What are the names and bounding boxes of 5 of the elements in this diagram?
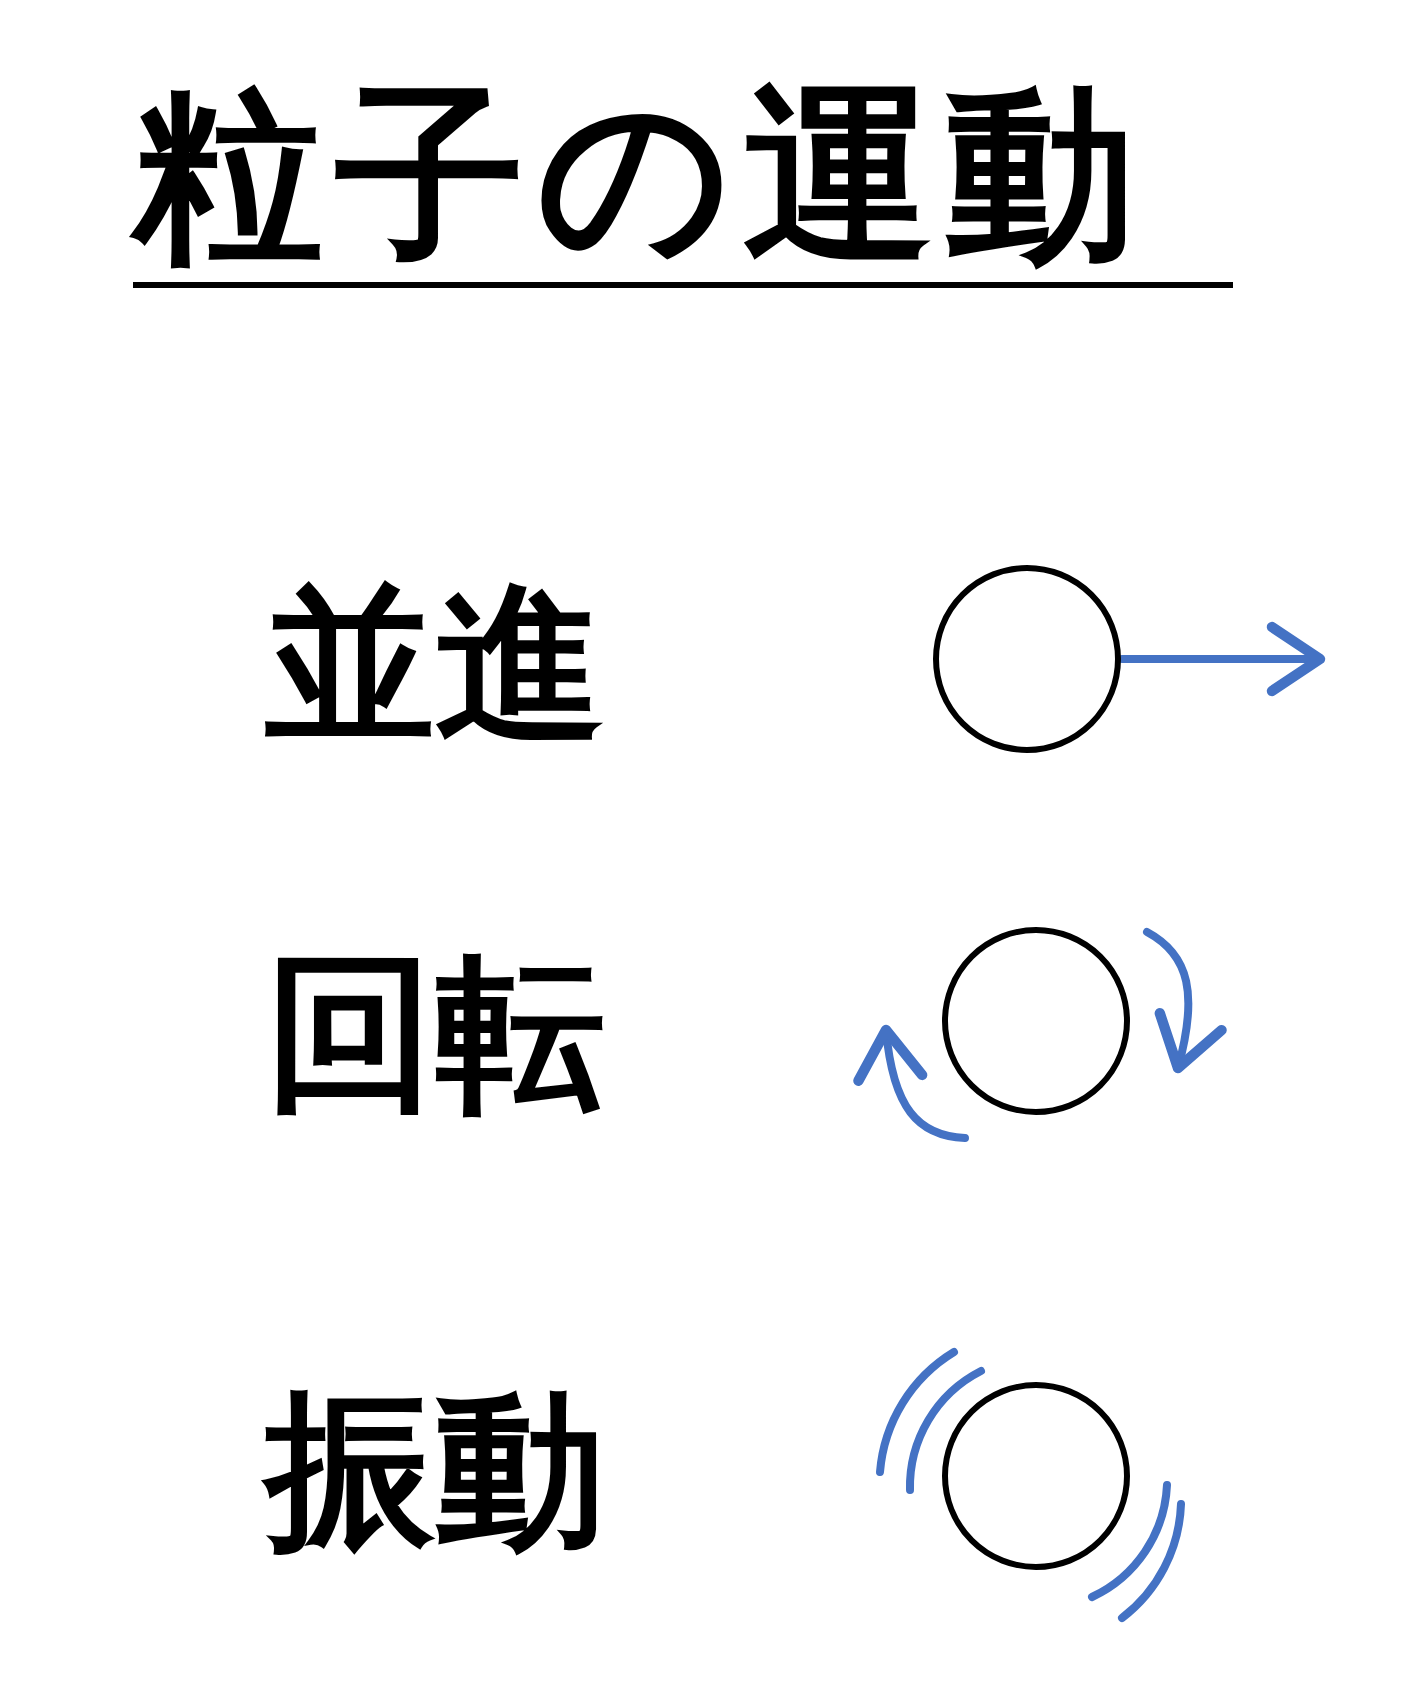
motion-label: 回転 bbox=[265, 948, 605, 1118]
motion-label: 並進 bbox=[265, 578, 605, 748]
particle-circle bbox=[941, 926, 1131, 1116]
particle-circle bbox=[941, 1381, 1131, 1571]
particle-circle bbox=[932, 564, 1122, 754]
